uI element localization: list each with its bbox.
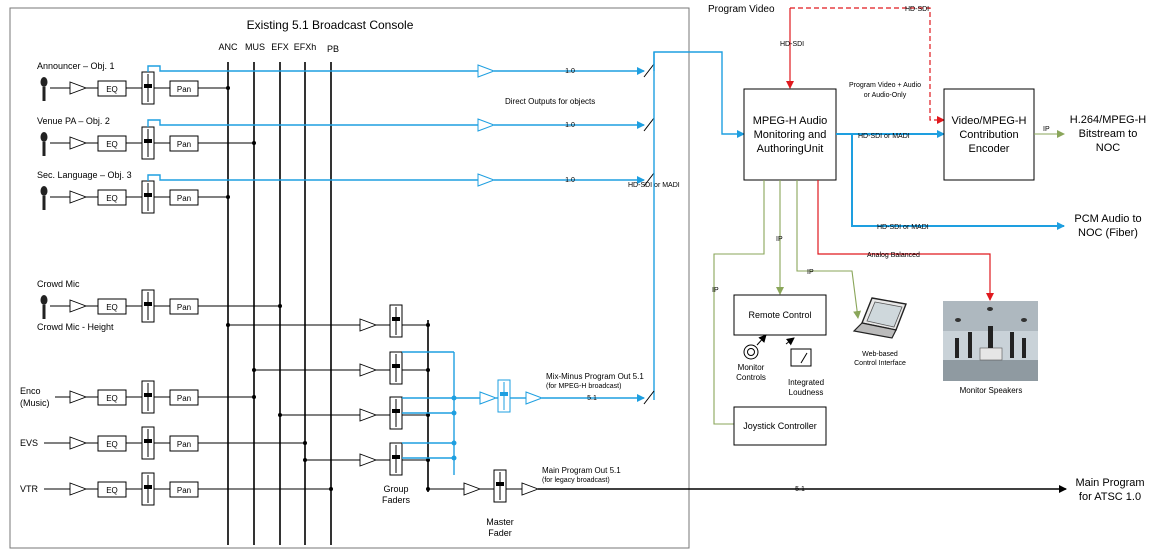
- group-faders-label: Group: [383, 484, 408, 494]
- loudness-label-2: Loudness: [789, 388, 824, 397]
- web-control-label-2: Control Interface: [854, 360, 906, 367]
- channel-label: Sec. Language – Obj. 3: [37, 170, 132, 180]
- pcm-output-2: NOC (Fiber): [1078, 227, 1138, 239]
- eq-block: EQ: [106, 486, 118, 495]
- bus-label-mus: MUS: [245, 42, 265, 52]
- mix-minus-section: 5.1 Mix-Minus Program Out 5.1 (for MPEG-…: [402, 352, 654, 475]
- channel-strip-crowd-mic: Crowd Mic Crowd Mic - Height EQ Pan: [37, 279, 282, 332]
- pan-block: Pan: [177, 140, 191, 149]
- direct-out-gain: 1.0: [565, 122, 575, 129]
- main-program-out-sub: (for legacy broadcast): [542, 477, 610, 484]
- pan-block: Pan: [177, 303, 191, 312]
- remote-control-label: Remote Control: [748, 310, 811, 320]
- encoder-input-label-1: Program Video + Audio: [849, 82, 921, 89]
- eq-block: EQ: [106, 194, 118, 203]
- direct-outputs-label: Direct Outputs for objects: [505, 97, 595, 106]
- loudness-label: Integrated: [788, 378, 824, 387]
- channel-strip-evs: EVS EQ Pan: [20, 427, 307, 459]
- pan-block: Pan: [177, 394, 191, 403]
- monitor-controls-label-2: Controls: [736, 373, 766, 382]
- monitor-speakers-label: Monitor Speakers: [960, 386, 1023, 395]
- authoring-line-3: AuthoringUnit: [757, 143, 824, 155]
- ip-label-joystick: IP: [712, 287, 719, 294]
- channel-label: Venue PA – Obj. 2: [37, 116, 110, 126]
- monitor-controls-knob-icon: [744, 335, 766, 359]
- eq-block: EQ: [106, 394, 118, 403]
- main-program-output-sub: for ATSC 1.0: [1079, 491, 1141, 503]
- hdsdi-video-down: HD-SDI: [780, 41, 804, 48]
- master-fader-label-2: Fader: [488, 528, 512, 538]
- ip-label-remote: IP: [776, 236, 783, 243]
- group-faders-label-2: Faders: [382, 495, 411, 505]
- monitor-speakers-image: [943, 301, 1038, 381]
- main-program-output-label: Main Program: [1075, 477, 1144, 489]
- pan-block: Pan: [177, 85, 191, 94]
- authoring-line-1: MPEG-H Audio: [753, 115, 828, 127]
- encoder-ip-label: IP: [1043, 126, 1050, 133]
- bus-label-pb: PB: [327, 44, 339, 54]
- channel-label: EVS: [20, 438, 38, 448]
- eq-block: EQ: [106, 440, 118, 449]
- eq-block: EQ: [106, 140, 118, 149]
- pan-block: Pan: [177, 194, 191, 203]
- group-fader-section: Group Faders: [226, 305, 430, 505]
- encoder-line-2: Contribution: [959, 129, 1018, 141]
- laptop-icon: [854, 298, 906, 338]
- contribution-encoder: Video/MPEG-H Contribution Encoder: [944, 89, 1034, 180]
- bus-label-efx: EFX: [271, 42, 289, 52]
- pan-block: Pan: [177, 486, 191, 495]
- analog-balanced-link: [818, 180, 990, 300]
- channel-label-secondary: (Music): [20, 398, 50, 408]
- pan-block: Pan: [177, 440, 191, 449]
- eq-block: EQ: [106, 85, 118, 94]
- channel-strip-enco: Enco (Music) EQ Pan: [20, 381, 256, 413]
- mix-minus-sub: (for MPEG-H broadcast): [546, 383, 621, 390]
- mix-minus-label: Mix-Minus Program Out 5.1: [546, 372, 644, 381]
- channel-label: VTR: [20, 484, 39, 494]
- bitstream-output-2: Bitstream to: [1079, 128, 1138, 140]
- channel-strip-vtr: VTR EQ Pan: [20, 473, 333, 505]
- program-video-label: Program Video: [708, 4, 775, 15]
- encoder-input-label-2: or Audio-Only: [864, 92, 907, 99]
- channel-strip-venue-pa: Venue PA – Obj. 2 EQ Pan: [37, 116, 256, 159]
- eq-block: EQ: [106, 303, 118, 312]
- authoring-unit: MPEG-H Audio Monitoring and AuthoringUni…: [744, 89, 836, 180]
- direct-out-gain: 1.0: [565, 68, 575, 75]
- audio-trunk-to-authoring: [654, 52, 744, 134]
- hdsdi-video-top: HD-SDI: [905, 6, 929, 13]
- channel-label-secondary: Crowd Mic - Height: [37, 322, 114, 332]
- pcm-output-1: PCM Audio to: [1074, 213, 1141, 225]
- authoring-line-2: Monitoring and: [754, 129, 827, 141]
- monitor-controls-label: Monitor: [738, 363, 765, 372]
- channel-label: Crowd Mic: [37, 279, 80, 289]
- encoder-line-1: Video/MPEG-H: [952, 115, 1027, 127]
- bus-label-efxh: EFXh: [294, 42, 317, 52]
- web-control-label: Web-based: [862, 351, 898, 358]
- master-fader-section: 5.1 Main Program Out 5.1 (for legacy bro…: [426, 466, 1066, 538]
- bitstream-output-1: H.264/MPEG-H: [1070, 114, 1146, 126]
- ip-label-web: IP: [807, 269, 814, 276]
- encoder-line-3: Encoder: [969, 143, 1010, 155]
- channel-strip-announcer: Announcer – Obj. 1 EQ Pan: [37, 61, 230, 104]
- analog-balanced-label: Analog Balanced: [867, 252, 920, 259]
- bitstream-output-3: NOC: [1096, 142, 1121, 154]
- direct-out-gain: 1.0: [565, 177, 575, 184]
- bus-label-anc: ANC: [218, 42, 238, 52]
- loudness-meter-icon: [786, 338, 811, 366]
- console-title: Existing 5.1 Broadcast Console: [247, 18, 414, 32]
- master-fader-label: Master: [486, 517, 514, 527]
- encoder-link-label: HD-SDI or MADI: [858, 133, 910, 140]
- main-program-format: 5.1: [795, 486, 805, 493]
- channel-label: Enco: [20, 386, 41, 396]
- channel-label: Announcer – Obj. 1: [37, 61, 115, 71]
- channel-strip-sec-language: Sec. Language – Obj. 3 EQ Pan: [37, 170, 230, 213]
- mix-minus-format: 5.1: [587, 395, 597, 402]
- pcm-link-label: HD-SDI or MADI: [877, 224, 929, 231]
- joystick-controller-label: Joystick Controller: [743, 421, 817, 431]
- main-program-out-label: Main Program Out 5.1: [542, 466, 621, 475]
